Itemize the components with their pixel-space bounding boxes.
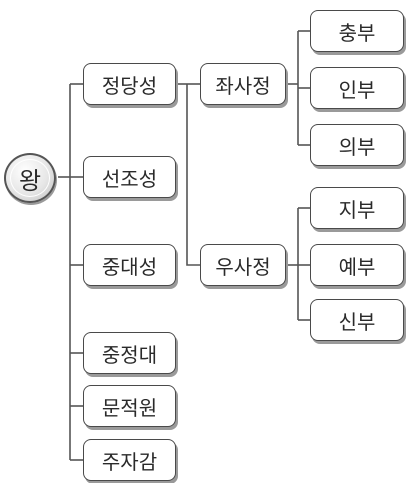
node-label: 중정대 bbox=[101, 342, 158, 367]
node-usajeong: 우사정 bbox=[200, 244, 286, 286]
connector-usa bbox=[186, 84, 200, 266]
node-label: 주자감 bbox=[101, 449, 158, 474]
node-jungjeongdae: 중정대 bbox=[83, 332, 176, 374]
node-label: 신부 bbox=[338, 309, 376, 334]
node-jujagam: 주자감 bbox=[83, 439, 176, 481]
node-chungbu: 충부 bbox=[310, 10, 404, 52]
node-jeongdangseong: 정당성 bbox=[83, 63, 176, 105]
node-uibu: 의부 bbox=[310, 124, 404, 166]
node-label: 좌사정 bbox=[215, 73, 271, 98]
node-label: 중대성 bbox=[101, 254, 158, 279]
node-label: 지부 bbox=[338, 197, 376, 222]
node-seonjoseong: 선조성 bbox=[83, 156, 176, 198]
node-yebu: 예부 bbox=[310, 244, 404, 286]
node-inbu: 인부 bbox=[310, 67, 404, 109]
node-label: 정당성 bbox=[101, 73, 158, 98]
node-munjeokwon: 문적원 bbox=[83, 385, 176, 427]
node-label: 우사정 bbox=[215, 254, 271, 279]
node-jungdaeseong: 중대성 bbox=[83, 244, 176, 286]
node-jibu: 지부 bbox=[310, 187, 404, 229]
node-sinbu: 신부 bbox=[310, 299, 404, 341]
node-jwasajeong: 좌사정 bbox=[200, 63, 286, 105]
node-label: 예부 bbox=[338, 254, 376, 279]
node-label: 인부 bbox=[338, 77, 376, 102]
node-label: 문적원 bbox=[101, 395, 158, 420]
root-node-king: 왕 bbox=[4, 153, 56, 203]
node-label: 충부 bbox=[338, 20, 376, 45]
root-label: 왕 bbox=[18, 166, 42, 195]
node-label: 선조성 bbox=[101, 166, 158, 191]
node-label: 의부 bbox=[338, 134, 376, 159]
